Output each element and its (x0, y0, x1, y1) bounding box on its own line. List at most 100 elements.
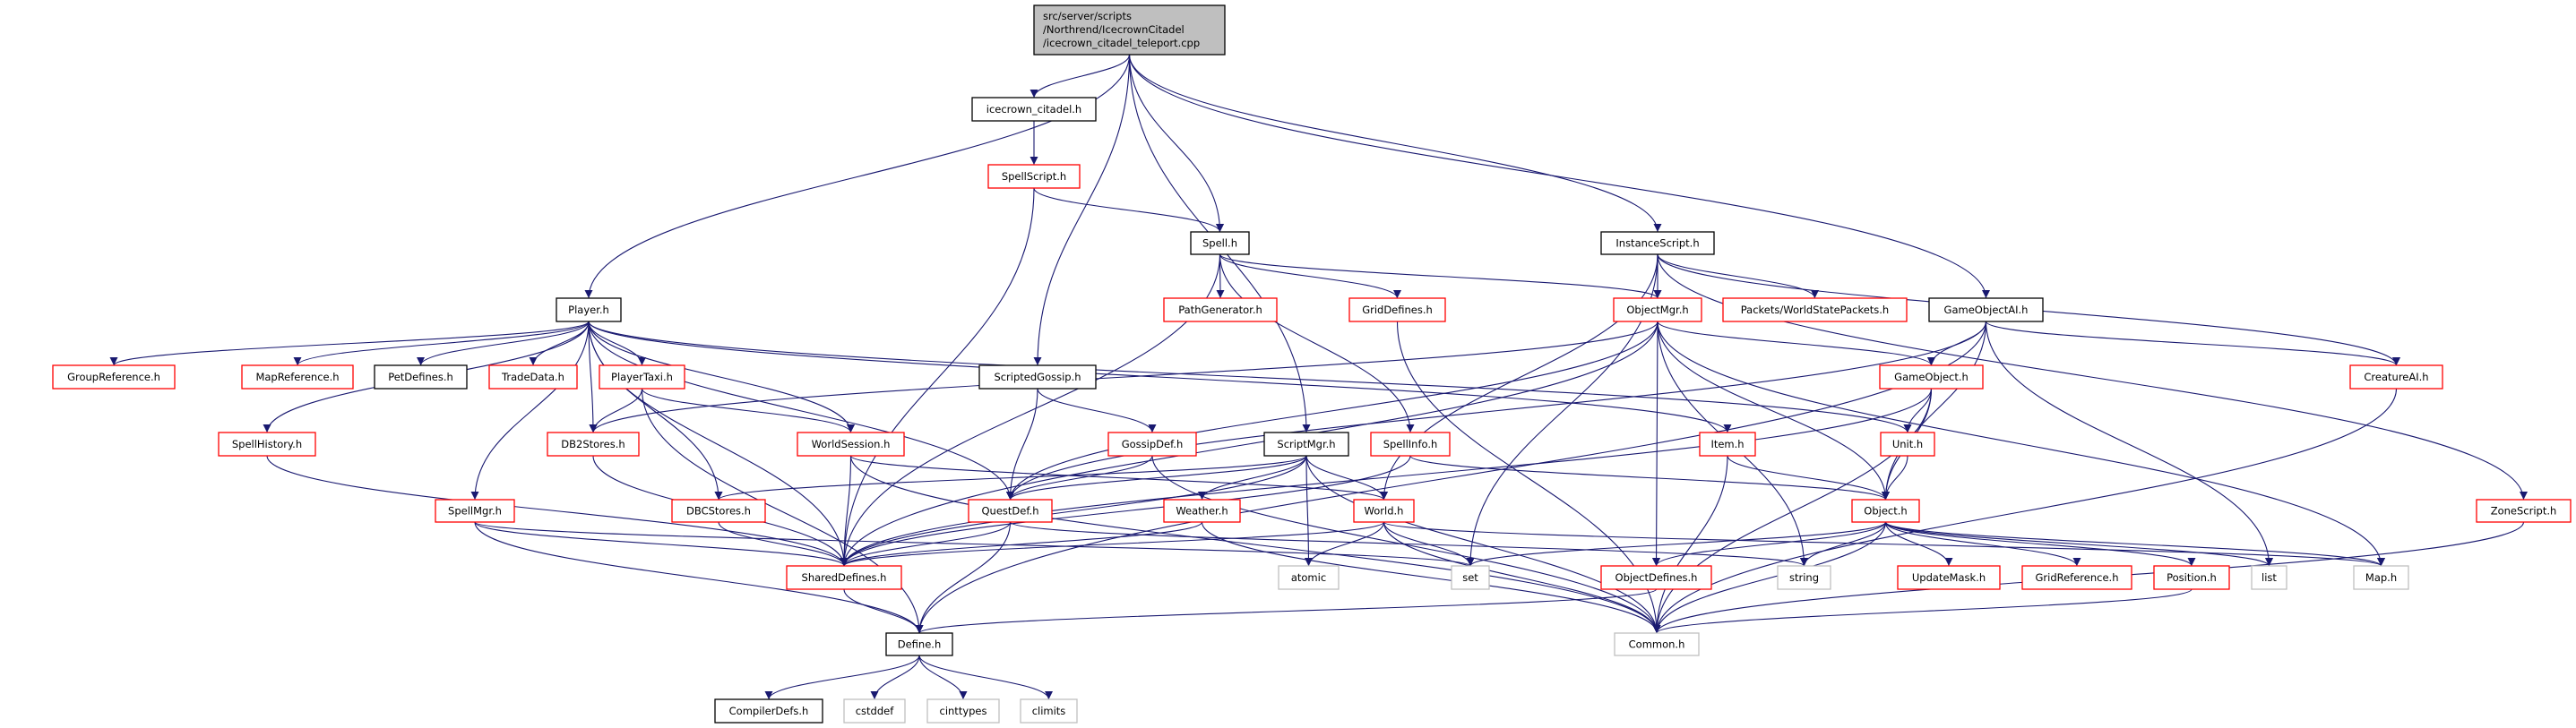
node-box (1897, 565, 2001, 590)
node-define[interactable]: Define.h (885, 632, 953, 656)
node-box (671, 499, 766, 523)
node-label: CreatureAI.h (2364, 371, 2428, 383)
node-gridref[interactable]: GridReference.h (2021, 565, 2132, 590)
edge-objmgr-to-db2 (589, 321, 1658, 433)
node-creatureai[interactable]: CreatureAI.h (2349, 364, 2443, 390)
node-spellhistory[interactable]: SpellHistory.h (218, 432, 316, 457)
node-label: atomic (1291, 571, 1326, 584)
node-label-line: /icecrown_citadel_teleport.cpp (1043, 37, 1200, 49)
node-pathgen[interactable]: PathGenerator.h (1163, 297, 1278, 322)
node-common[interactable]: Common.h (1614, 632, 1700, 656)
node-string[interactable]: string (1777, 565, 1831, 590)
node-gameobject[interactable]: GameObject.h (1879, 364, 1984, 390)
node-label: SpellInfo.h (1383, 438, 1438, 450)
node-petdef[interactable]: PetDefines.h (374, 364, 468, 390)
edge-objmgr-to-gameobject (1657, 321, 1935, 366)
edge-object-to-updatemask (1884, 521, 1953, 567)
node-icecrown[interactable]: icecrown_citadel.h (971, 97, 1097, 122)
node-objmgr[interactable]: ObjectMgr.h (1613, 297, 1702, 322)
node-spellmgr[interactable]: SpellMgr.h (435, 499, 515, 523)
node-atomic[interactable]: atomic (1278, 565, 1340, 590)
edge-objmgr-to-shared (840, 321, 1658, 567)
edge-spell-to-griddef (1219, 253, 1401, 299)
node-label: climits (1032, 705, 1066, 717)
node-box (1263, 432, 1349, 457)
node-worldsession[interactable]: WorldSession.h (797, 432, 905, 457)
node-box (1107, 432, 1197, 457)
node-questdef[interactable]: QuestDef.h (968, 499, 1053, 523)
node-db2[interactable]: DB2Stores.h (547, 432, 640, 457)
node-spellinfo[interactable]: SpellInfo.h (1370, 432, 1451, 457)
nodes-layer: src/server/scripts/Northrend/IcecrownCit… (52, 4, 2572, 724)
node-scriptmgr[interactable]: ScriptMgr.h (1263, 432, 1349, 457)
node-mapref[interactable]: MapReference.h (241, 364, 354, 390)
node-label: GridDefines.h (1362, 304, 1433, 316)
node-box (1190, 231, 1250, 255)
node-goai[interactable]: GameObjectAI.h (1928, 297, 2044, 322)
node-player[interactable]: Player.h (556, 297, 622, 322)
node-list[interactable]: list (2251, 565, 2287, 590)
node-packets[interactable]: Packets/WorldStatePackets.h (1722, 297, 1908, 322)
edge-scriptmgr-to-questdef (1006, 455, 1307, 501)
node-label: Packets/WorldStatePackets.h (1741, 304, 1889, 316)
node-label: Spell.h (1202, 237, 1237, 250)
node-set[interactable]: set (1451, 565, 1490, 590)
edge-world-to-atomic (1305, 521, 1385, 567)
node-label: QuestDef.h (981, 505, 1038, 518)
edge-define-to-cinttypes (918, 655, 968, 700)
node-box (987, 164, 1081, 189)
edge-position-to-common (1652, 588, 2193, 634)
node-label: string (1789, 571, 1819, 584)
node-cinttypes[interactable]: cinttypes (926, 698, 1000, 724)
node-cstddef[interactable]: cstddef (843, 698, 906, 724)
edge-scriptedgossip-to-questdef (1006, 388, 1038, 501)
node-box (2353, 565, 2409, 590)
node-box (1600, 565, 1712, 590)
node-object[interactable]: Object.h (1851, 499, 1920, 523)
edge-player-to-db2 (588, 321, 598, 433)
node-label: Item.h (1710, 438, 1744, 450)
node-scriptedgossip[interactable]: ScriptedGossip.h (978, 364, 1097, 390)
node-climits[interactable]: climits (1020, 698, 1078, 724)
node-spell[interactable]: Spell.h (1190, 231, 1250, 255)
node-playertaxi[interactable]: PlayerTaxi.h (599, 364, 685, 390)
node-label: PlayerTaxi.h (611, 371, 673, 383)
node-weather[interactable]: Weather.h (1163, 499, 1241, 523)
edge-spell-to-objmgr (1219, 253, 1662, 299)
edge-player-to-item (588, 321, 1732, 433)
edge-root-to-spell (1128, 54, 1224, 233)
node-box (1777, 565, 1831, 590)
edge-objmgr-to-object (1657, 321, 1890, 501)
node-compilerdefs[interactable]: CompilerDefs.h (714, 698, 823, 724)
node-label: cstddef (856, 705, 894, 717)
node-griddef[interactable]: GridDefines.h (1348, 297, 1446, 322)
edge-worldsession-to-common (849, 455, 1661, 634)
node-item[interactable]: Item.h (1699, 432, 1756, 457)
node-objdefines[interactable]: ObjectDefines.h (1600, 565, 1712, 590)
edge-goai-to-object (1882, 321, 1987, 501)
node-label: InstanceScript.h (1615, 237, 1699, 250)
edge-scriptmgr-to-weather (1198, 455, 1307, 501)
edge-player-to-shared (588, 321, 849, 567)
node-label: GameObjectAI.h (1944, 304, 2029, 316)
node-box (1451, 565, 1490, 590)
node-box (1851, 499, 1920, 523)
node-groupref[interactable]: GroupReference.h (52, 364, 176, 390)
node-dbc[interactable]: DBCStores.h (671, 499, 766, 523)
node-updatemask[interactable]: UpdateMask.h (1897, 565, 2001, 590)
edge-questdef-to-shared (840, 521, 1012, 567)
node-unit[interactable]: Unit.h (1880, 432, 1935, 457)
node-gossipdef[interactable]: GossipDef.h (1107, 432, 1197, 457)
node-spellscript[interactable]: SpellScript.h (987, 164, 1081, 189)
node-root[interactable]: src/server/scripts/Northrend/IcecrownCit… (1033, 4, 1226, 56)
node-shared[interactable]: SharedDefines.h (786, 565, 902, 590)
node-box (1614, 632, 1700, 656)
node-world[interactable]: World.h (1353, 499, 1415, 523)
edge-instance-to-packets (1657, 253, 1819, 299)
node-map[interactable]: Map.h (2353, 565, 2409, 590)
node-tradedata[interactable]: TradeData.h (488, 364, 578, 390)
edge-player-to-mapref (293, 321, 590, 366)
node-zonescript[interactable]: ZoneScript.h (2476, 499, 2572, 523)
node-instance[interactable]: InstanceScript.h (1600, 231, 1715, 255)
node-position[interactable]: Position.h (2153, 565, 2230, 590)
